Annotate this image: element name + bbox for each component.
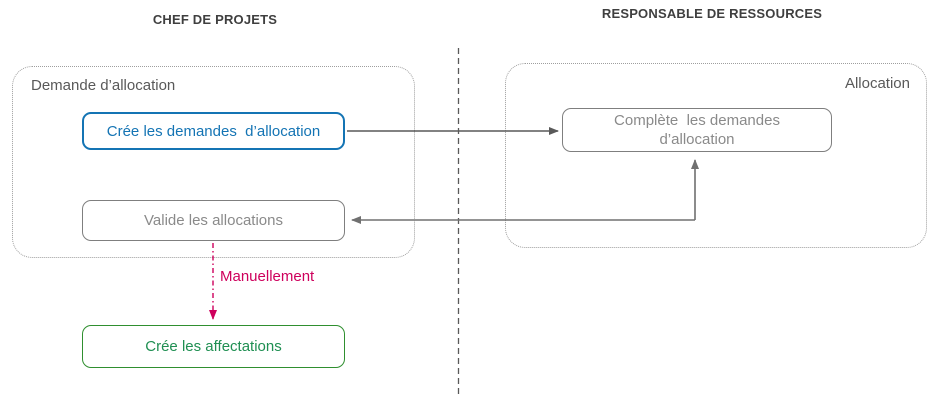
edge-label-manuellement: Manuellement — [220, 268, 315, 285]
node-cree-les-demandes-allocation: Crée les demandes d’allocation — [82, 112, 345, 150]
group-label-demande-allocation: Demande d’allocation — [31, 77, 176, 94]
node-valide-les-allocations: Valide les allocations — [82, 200, 345, 241]
lane-title-chef-de-projets: CHEF DE PROJETS — [152, 12, 278, 27]
node-complete-les-demandes-allocation: Complète les demandes d’allocation — [562, 108, 832, 152]
lane-title-responsable-ressources: RESPONSABLE DE RESSOURCES — [601, 6, 823, 21]
group-label-allocation: Allocation — [844, 75, 910, 92]
node-cree-les-affectations: Crée les affectations — [82, 325, 345, 368]
group-allocation: Allocation — [505, 63, 927, 248]
